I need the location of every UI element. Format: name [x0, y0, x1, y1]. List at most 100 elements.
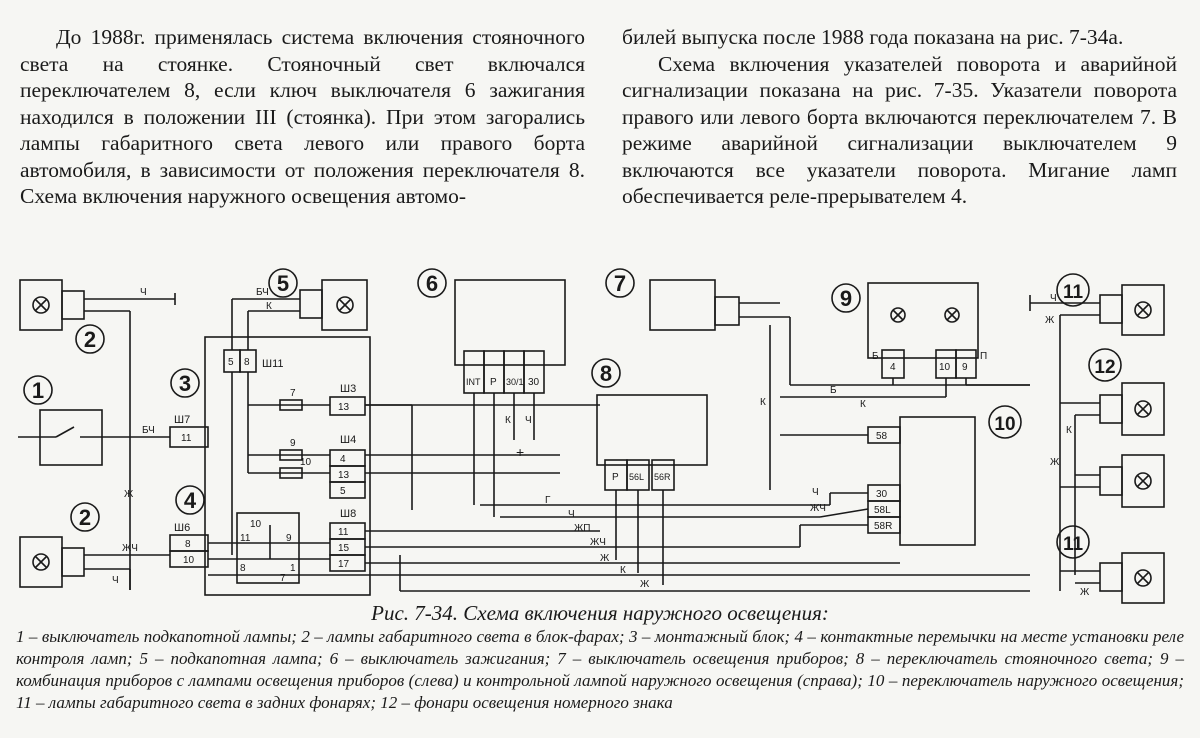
diagram-label: К — [1066, 425, 1072, 436]
diagram-label: 56R — [654, 472, 671, 482]
diagram-label: 11 — [240, 533, 251, 544]
diagram-label: 4 — [890, 362, 896, 373]
diagram-label: 8 — [240, 563, 246, 574]
diagram-label: ЖЧ — [122, 543, 138, 554]
diagram-label: 30/1 — [506, 377, 524, 387]
diagram-label: 8 — [244, 357, 250, 368]
diagram-label: К — [760, 397, 766, 408]
diagram-label: 1 — [290, 563, 296, 574]
lamp-5 — [321, 279, 368, 331]
diagram-label: ЖП — [574, 523, 590, 534]
label-6: 6 — [426, 271, 438, 296]
label-2-top: 2 — [84, 327, 96, 352]
diagram-label: П — [980, 351, 987, 362]
lamp-12-top — [1121, 382, 1165, 436]
diagram-label: Ч — [812, 487, 819, 498]
paragraph: билей выпуска после 1988 года показана н… — [622, 25, 1124, 49]
diagram-label: 13 — [338, 402, 350, 413]
label-4: 4 — [184, 488, 197, 513]
label-sh7: Ш7 — [174, 414, 190, 426]
diagram-label: 30 — [528, 377, 540, 388]
switch-7 — [649, 279, 716, 331]
diagram-label: Ч — [112, 575, 119, 586]
diagram-label: 56L — [629, 472, 644, 482]
diagram-label: Б — [830, 385, 837, 396]
paragraph: Схема включения указателей поворота и ав… — [622, 51, 1177, 209]
label-9: 9 — [840, 286, 852, 311]
diagram-label: 30 — [876, 489, 888, 500]
diagram-label: Ж — [600, 553, 610, 564]
diagram-label: 13 — [338, 470, 350, 481]
diagram-label: Ч — [568, 509, 575, 520]
figure-legend: 1 – выключатель подкапотной лампы; 2 – л… — [16, 627, 1184, 712]
diagram-label: Р — [490, 377, 497, 388]
label-8: 8 — [600, 361, 612, 386]
parking-switch-8 — [596, 394, 708, 466]
diagram-label: 7 — [290, 388, 296, 399]
diagram-label: 10 — [939, 362, 951, 373]
text-column-left: До 1988г. применялась система включения … — [20, 24, 585, 210]
instrument-cluster-9 — [867, 282, 979, 359]
diagram-label: 58L — [874, 505, 891, 516]
diagram-label: БЧ — [256, 287, 269, 298]
diagram-label: 9 — [286, 533, 292, 544]
diagram-label: Ж — [640, 579, 650, 590]
label-11-bottom: 11 — [1063, 534, 1084, 555]
diagram-label: 58 — [876, 431, 888, 442]
diagram-label: Ж — [124, 489, 134, 500]
diagram-label: 10 — [250, 519, 262, 530]
diagram-label: 4 — [340, 454, 346, 465]
diagram-label: 9 — [962, 362, 968, 373]
text-column-right: билей выпуска после 1988 года показана н… — [622, 24, 1177, 210]
lamp-11-bottom — [1121, 552, 1165, 604]
wiring-diagram: 2 1 3 4 2 5 6 7 8 9 10 11 12 11 Ш7 Ш11 Ш… — [0, 255, 1200, 610]
label-sh11: Ш11 — [262, 358, 284, 370]
figure-caption: Рис. 7-34. Схема включения наружного осв… — [371, 601, 829, 625]
diagram-label: 11 — [181, 433, 192, 444]
diagram-label: 5 — [228, 357, 234, 368]
jumper-block-4 — [236, 512, 300, 584]
diagram-label: Г — [545, 495, 551, 506]
diagram-label: К — [505, 415, 511, 426]
diagram-label: 10 — [183, 555, 195, 566]
diagram-label: ЖЧ — [590, 537, 606, 548]
diagram-label: Ч — [1050, 293, 1057, 304]
diagram-label: 15 — [338, 543, 350, 554]
diagram-label: 7 — [280, 573, 286, 584]
label-sh4: Ш4 — [340, 434, 356, 446]
ignition-switch-6 — [454, 279, 566, 366]
label-sh3: Ш3 — [340, 383, 356, 395]
label-10: 10 — [994, 414, 1015, 435]
diagram-label: 9 — [290, 438, 296, 449]
diagram-label: Ч — [525, 415, 532, 426]
label-5: 5 — [277, 271, 289, 296]
diagram-label: 17 — [338, 559, 350, 570]
diagram-label: Ж — [1080, 587, 1090, 598]
diagram-label: INT — [466, 377, 481, 387]
diagram-label: + — [516, 444, 524, 460]
diagram-label: 58R — [874, 521, 892, 532]
label-3: 3 — [179, 371, 191, 396]
diagram-label: 8 — [185, 539, 191, 550]
label-2-bottom: 2 — [79, 505, 91, 530]
label-1: 1 — [32, 378, 44, 403]
diagram-label: ЖЧ — [810, 503, 826, 514]
diagram-label: Р — [612, 472, 619, 483]
diagram-label: К — [266, 301, 272, 312]
lamp-12-bottom — [1121, 454, 1165, 508]
diagram-label: 11 — [338, 527, 349, 538]
label-sh6: Ш6 — [174, 522, 190, 534]
diagram-label: Ж — [1045, 315, 1055, 326]
diagram-label: 10 — [300, 457, 312, 468]
label-11-top: 11 — [1063, 282, 1084, 303]
lamp-11-top — [1121, 284, 1165, 336]
diagram-label: Б — [872, 351, 879, 362]
diagram-label: Ч — [140, 287, 147, 298]
diagram-label: К — [860, 399, 866, 410]
diagram-label: К — [620, 565, 626, 576]
diagram-label: Ж — [1050, 457, 1060, 468]
label-7: 7 — [614, 271, 626, 296]
paragraph: До 1988г. применялась система включения … — [20, 25, 585, 208]
mounting-block-3 — [204, 336, 371, 596]
diagram-label: БЧ — [142, 425, 155, 436]
